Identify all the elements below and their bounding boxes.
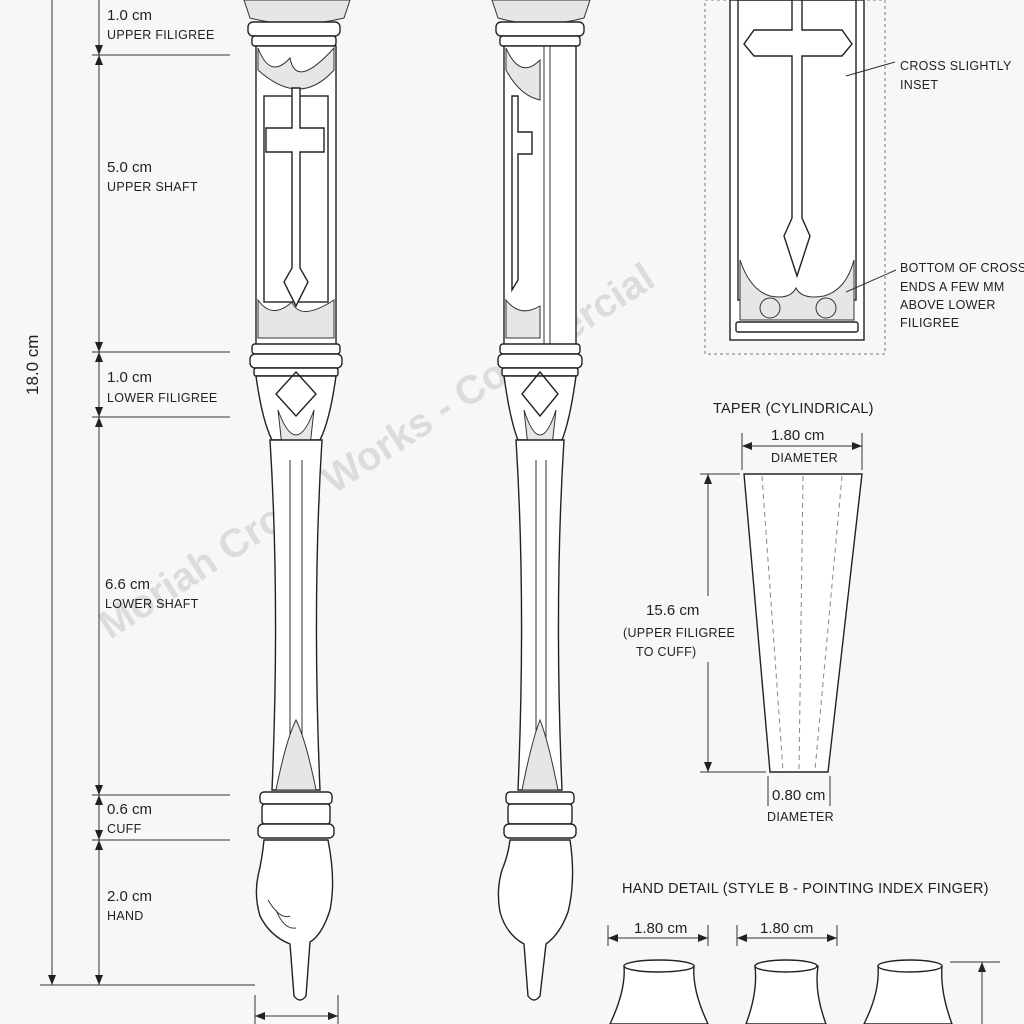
overall-dimension: 18.0 cm: [23, 0, 255, 986]
segment-upper-shaft: 5.0 cm UPPER SHAFT: [107, 159, 198, 194]
taper-length-label-1: (UPPER FILIGREE: [623, 626, 735, 640]
segment-hand: 2.0 cm HAND: [107, 888, 152, 923]
overall-length-value: 18.0 cm: [23, 335, 42, 395]
note-cross-line-2: INSET: [900, 78, 938, 92]
segment-lower-shaft: 6.6 cm LOWER SHAFT: [105, 576, 199, 611]
svg-text:UPPER FILIGREE: UPPER FILIGREE: [107, 28, 215, 42]
taper-top-label: DIAMETER: [771, 451, 838, 465]
taper-bottom-value: 0.80 cm: [772, 787, 825, 804]
svg-text:UPPER SHAFT: UPPER SHAFT: [107, 180, 198, 194]
note-bottom-line-1: BOTTOM OF CROSS: [900, 261, 1024, 275]
note-bottom-line-3: ABOVE LOWER: [900, 298, 996, 312]
taper-diagram: TAPER (CYLINDRICAL) 1.80 cm DIAMETER 15.…: [623, 401, 874, 824]
inset-detail: CROSS SLIGHTLY INSET BOTTOM OF CROSS END…: [704, 0, 1024, 355]
taper-length-value: 15.6 cm: [646, 602, 699, 619]
svg-text:0.6 cm: 0.6 cm: [107, 801, 152, 818]
taper-bottom-label: DIAMETER: [767, 810, 834, 824]
svg-text:1.0 cm: 1.0 cm: [107, 7, 152, 24]
taper-top-value: 1.80 cm: [771, 427, 824, 444]
segment-lower-filigree: 1.0 cm LOWER FILIGREE: [107, 369, 217, 405]
hand-dim-a: 1.80 cm: [634, 920, 687, 937]
taper-profile: [743, 473, 863, 773]
side-view: [491, 0, 591, 1001]
taper-title: TAPER (CYLINDRICAL): [713, 401, 874, 417]
svg-text:1.0 cm: 1.0 cm: [107, 369, 152, 386]
note-bottom-line-2: ENDS A FEW MM: [900, 280, 1005, 294]
hand-detail-title: HAND DETAIL (STYLE B - POINTING INDEX FI…: [622, 881, 989, 897]
cross-inset: [743, 0, 853, 279]
segment-upper-filigree: 1.0 cm UPPER FILIGREE: [107, 7, 215, 42]
svg-text:6.6 cm: 6.6 cm: [105, 576, 150, 593]
svg-text:2.0 cm: 2.0 cm: [107, 888, 152, 905]
svg-text:CUFF: CUFF: [107, 822, 142, 836]
hand-dim-b: 1.80 cm: [760, 920, 813, 937]
svg-text:LOWER FILIGREE: LOWER FILIGREE: [107, 391, 217, 405]
hand-detail: HAND DETAIL (STYLE B - POINTING INDEX FI…: [607, 881, 1000, 1024]
svg-text:5.0 cm: 5.0 cm: [107, 159, 152, 176]
front-view: [243, 0, 351, 1024]
note-cross-line-1: CROSS SLIGHTLY: [900, 59, 1012, 73]
taper-length-label-2: TO CUFF): [636, 645, 697, 659]
svg-text:HAND: HAND: [107, 909, 144, 923]
cross-front: [265, 87, 325, 308]
segment-cuff: 0.6 cm CUFF: [107, 801, 152, 836]
svg-text:LOWER SHAFT: LOWER SHAFT: [105, 597, 199, 611]
note-bottom-line-4: FILIGREE: [900, 316, 959, 330]
segment-dimension-chain: 1.0 cm UPPER FILIGREE 5.0 cm UPPER SHAFT…: [92, 0, 230, 985]
